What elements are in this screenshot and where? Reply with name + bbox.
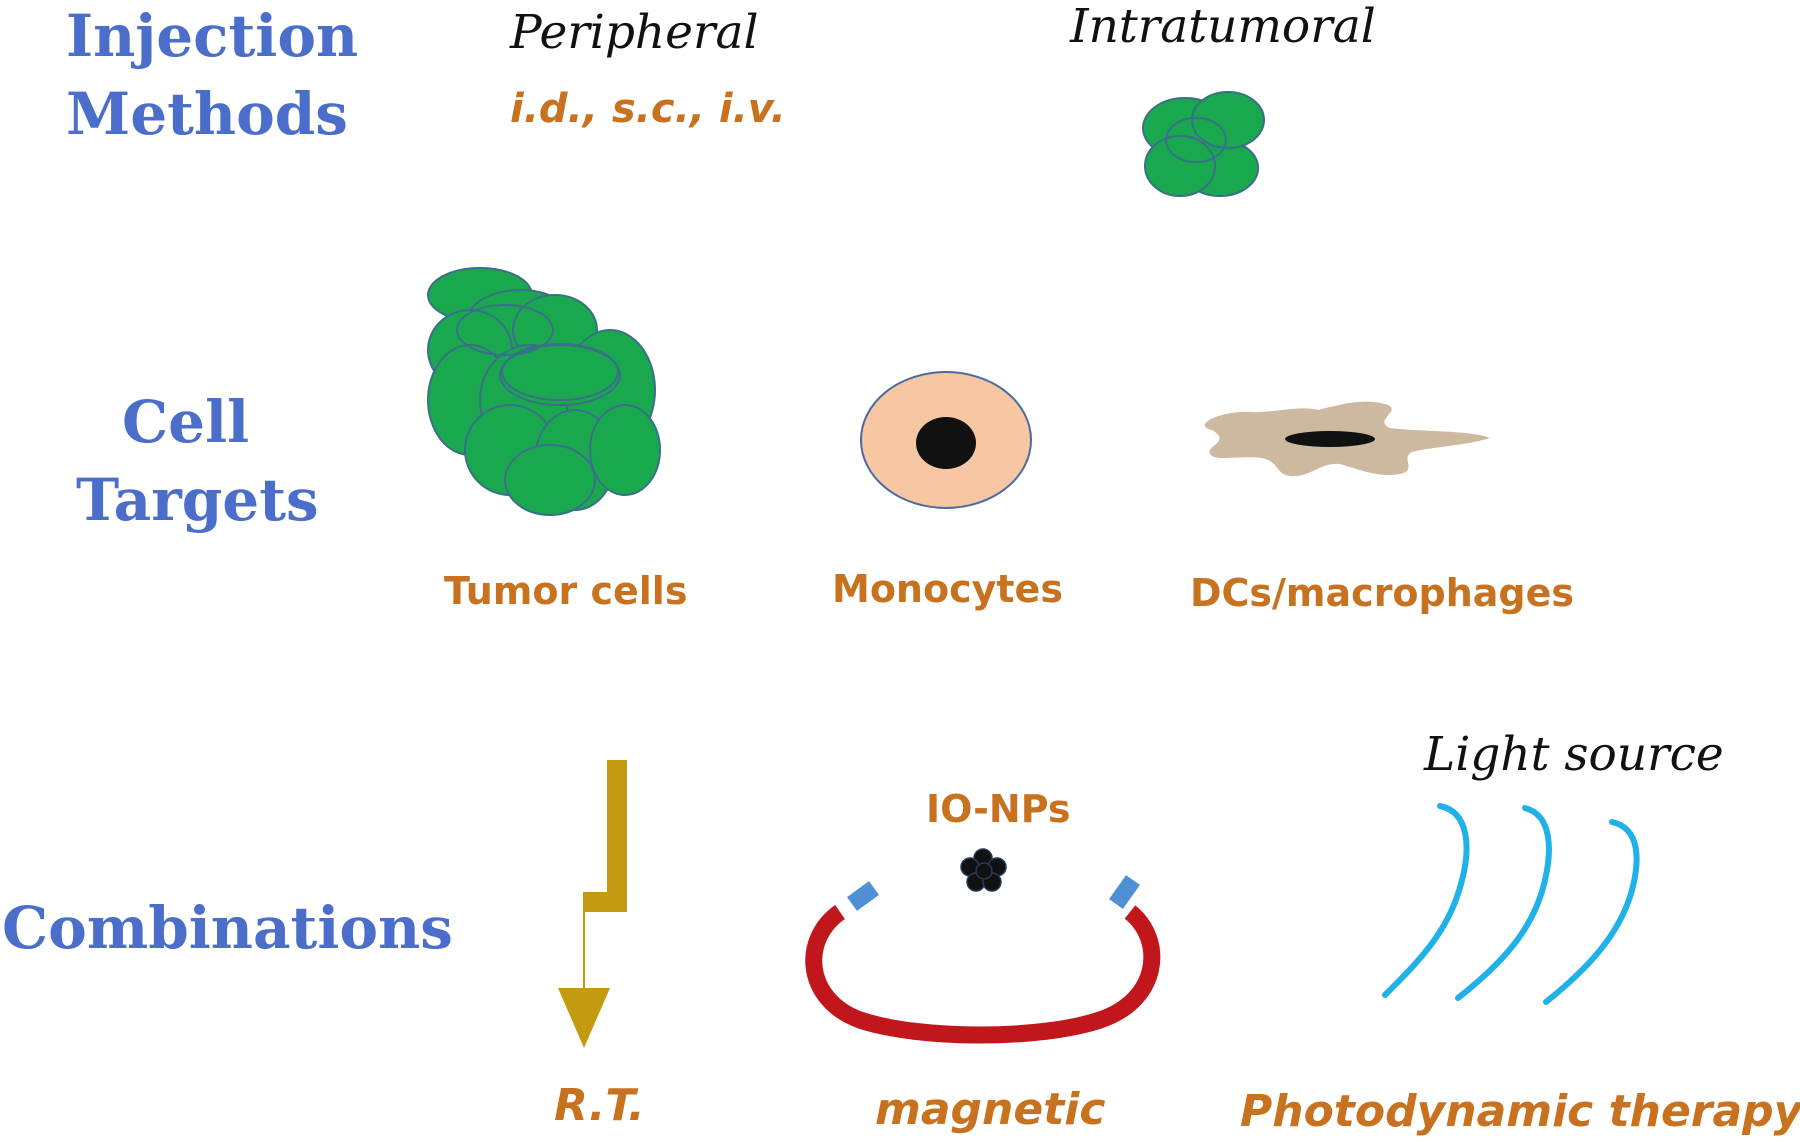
nanoparticle-cluster-icon (960, 848, 1007, 892)
injection-heading-line1: Injection (66, 2, 358, 70)
dcs-macrophages-label: DCs/macrophages (1190, 571, 1574, 615)
intratumoral-label: Intratumoral (1069, 0, 1376, 54)
peripheral-label: Peripheral (509, 5, 759, 60)
tumor-cells-label: Tumor cells (444, 569, 687, 613)
combinations-heading: Combinations (2, 894, 453, 962)
light-source-label: Light source (1423, 727, 1724, 782)
injection-heading-line2: Methods (66, 80, 348, 148)
dendritic-cell-icon (1204, 401, 1490, 477)
peripheral-routes: i.d., s.c., i.v. (510, 86, 786, 132)
rt-label: R.T. (554, 1080, 645, 1131)
small-tumor-cluster-icon (1142, 91, 1265, 197)
monocytes-label: Monocytes (832, 567, 1063, 611)
monocyte-icon (860, 371, 1032, 509)
tumor-cells-icon (427, 267, 661, 516)
io-nps-label: IO-NPs (926, 787, 1071, 831)
magnetic-label: magnetic (875, 1084, 1105, 1135)
cell-targets-heading-line1: Cell (122, 388, 249, 456)
photodynamic-therapy-label: Photodynamic therapy (1240, 1086, 1800, 1137)
light-rays-icon (1382, 803, 1640, 1005)
radiation-lightning-arrow-icon (558, 760, 627, 1048)
horseshoe-magnet-icon (805, 875, 1161, 1044)
cell-targets-heading-line2: Targets (76, 466, 319, 534)
